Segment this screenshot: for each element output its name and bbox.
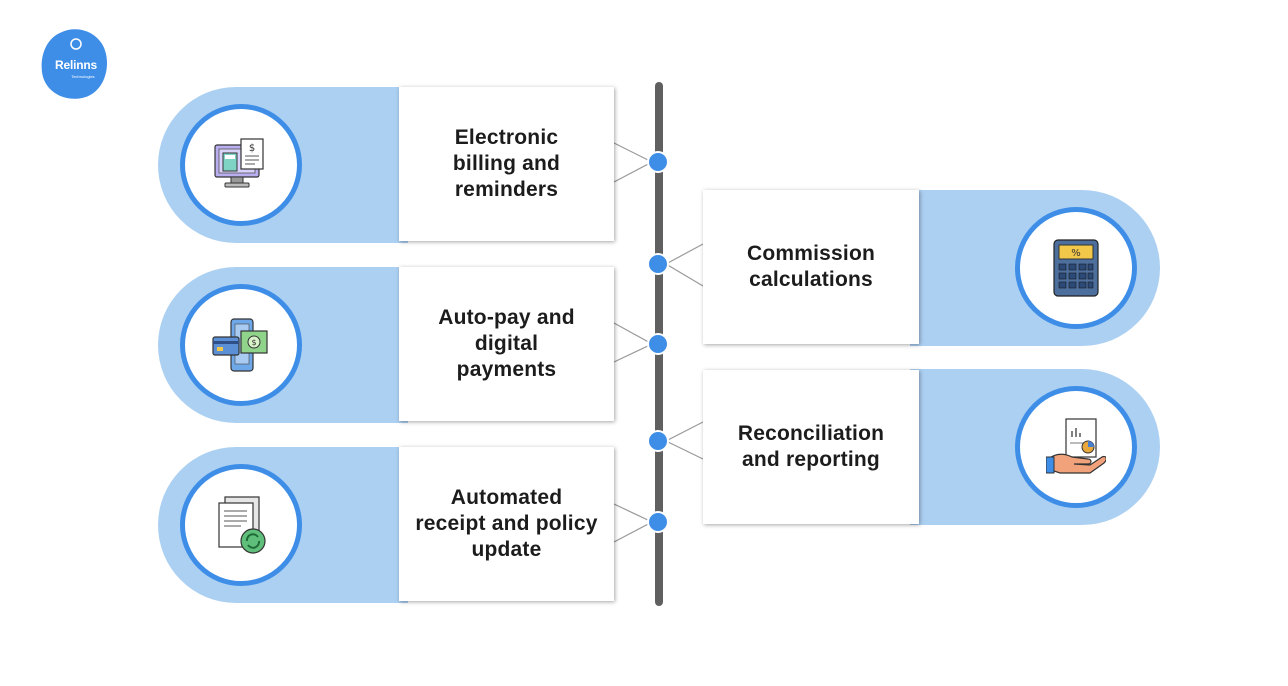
step-reconciliation-card: Reconciliation and reporting <box>703 370 919 524</box>
step-billing-label: Electronic billing and reminders <box>452 126 561 201</box>
step-commission-icon-circle: % <box>1015 207 1137 329</box>
step-receipt-card: Automated receipt and policy update <box>399 447 614 601</box>
timeline-dot <box>649 153 667 171</box>
svg-text:$: $ <box>249 143 255 154</box>
step-commission-label: Commission calculations <box>746 242 876 291</box>
step-receipt-label: Automated receipt and policy update <box>415 486 598 561</box>
timeline-dot <box>649 513 667 531</box>
step-autopay-label: Auto-pay and digital payments <box>438 306 575 381</box>
svg-text:$: $ <box>251 338 256 347</box>
step-reconciliation-icon-circle <box>1015 386 1137 508</box>
step-billing-icon-circle: $ <box>180 104 302 226</box>
monitor-invoice-icon: $ <box>214 138 264 188</box>
step-autopay-icon-circle: $ <box>180 284 302 406</box>
card-cash-icon: $ <box>212 318 268 372</box>
timeline-dot <box>649 255 667 273</box>
logo-subtext: Technologies <box>71 74 95 79</box>
hand-report-icon <box>1046 418 1106 474</box>
calculator-icon: % <box>1053 239 1099 297</box>
step-autopay-card: Auto-pay and digital payments <box>399 267 614 421</box>
svg-text:%: % <box>1071 248 1081 259</box>
step-receipt-icon-circle <box>180 464 302 586</box>
relinns-logo: Relinns Technologies <box>40 28 110 100</box>
step-billing-card: Electronic billing and reminders <box>399 87 614 241</box>
timeline-dot <box>649 432 667 450</box>
document-refresh-icon <box>218 496 266 554</box>
step-commission-card: Commission calculations <box>703 190 919 344</box>
timeline-dot <box>649 335 667 353</box>
logo-text: Relinns <box>55 58 97 72</box>
step-reconciliation-label: Reconciliation and reporting <box>737 422 885 471</box>
logo-blob <box>41 29 108 99</box>
